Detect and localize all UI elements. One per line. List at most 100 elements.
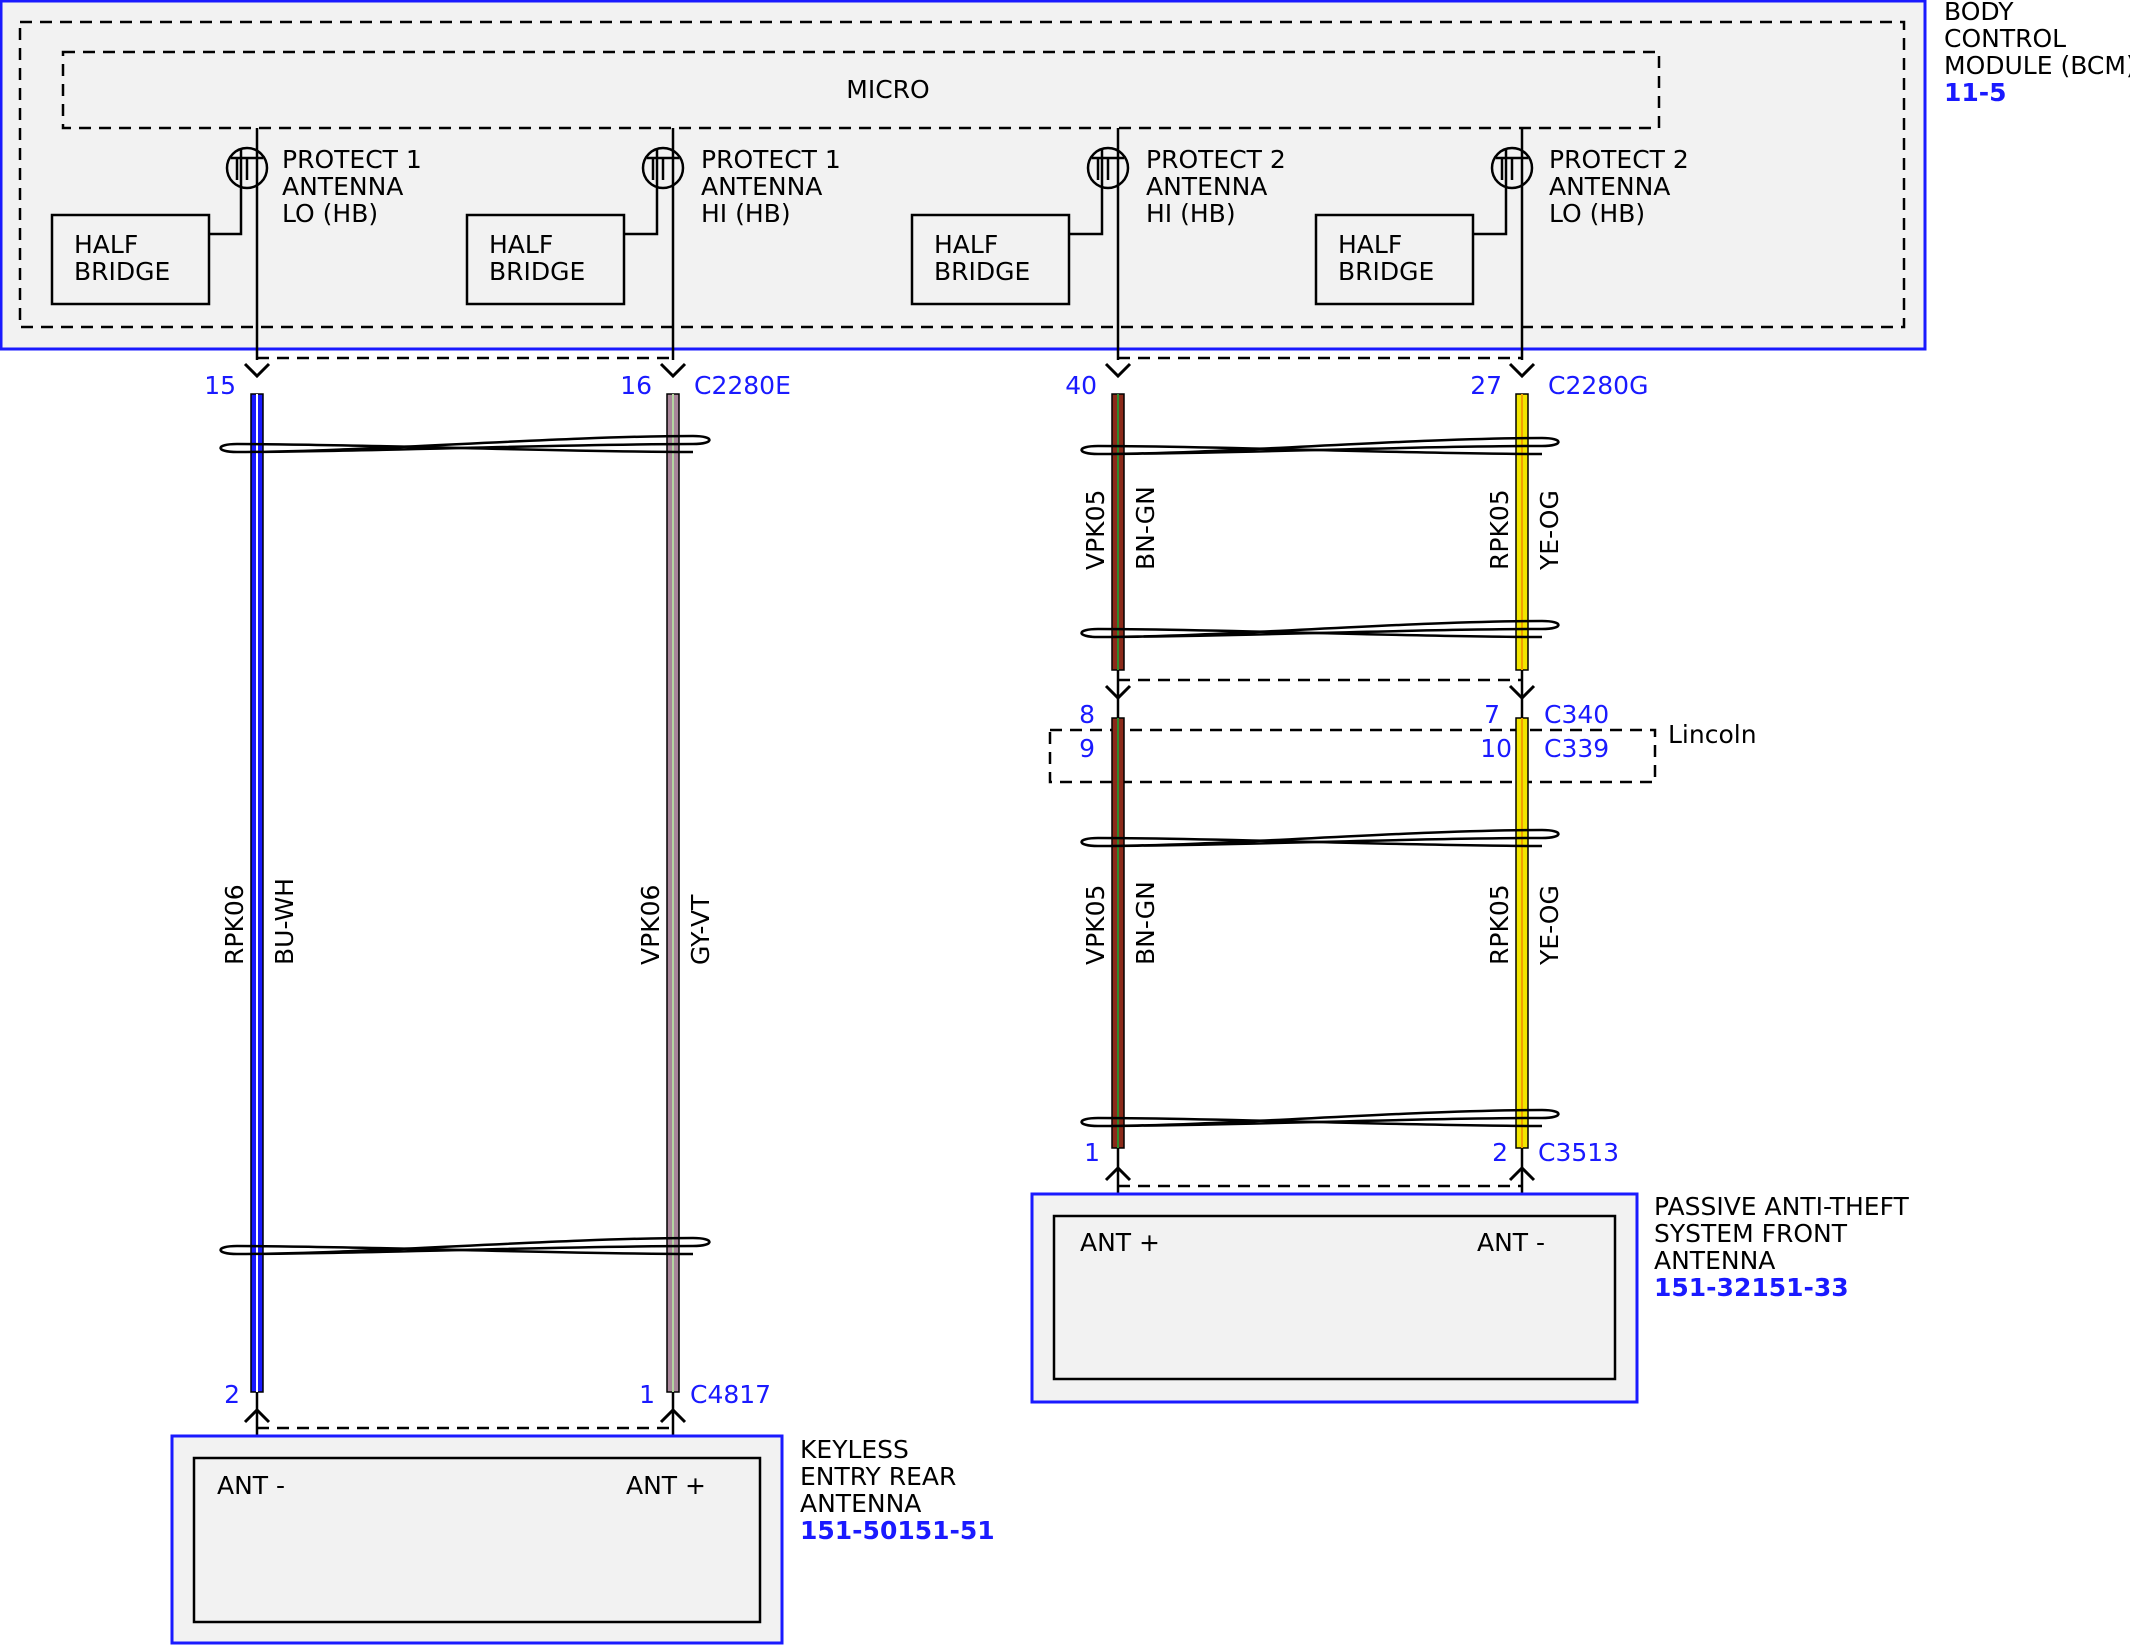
half-bridge-label: BRIDGE <box>1338 257 1434 286</box>
half-bridge-label: HALF <box>934 230 998 259</box>
wire-rpk05-lower: RPK05 YE-OG <box>1485 717 1564 1149</box>
twisted-pair-symbol <box>1097 627 1543 639</box>
pin-arrow-icon <box>243 362 271 379</box>
half-bridge-label: BRIDGE <box>74 257 170 286</box>
twisted-pair-symbol <box>236 1244 694 1256</box>
half-bridge-label: HALF <box>74 230 138 259</box>
connector-c339: 9 10 C339 Lincoln <box>1048 720 1757 784</box>
bcm-driver-1: HALF BRIDGE PROTECT 1 ANTENNA LO (HB) <box>50 128 422 360</box>
wire-vpk06: VPK06 GY-VT <box>636 393 715 1393</box>
connector-name: C340 <box>1544 700 1609 729</box>
bcm-title: MODULE (BCM) <box>1944 51 2130 80</box>
bcm-title: BODY <box>1944 0 2014 26</box>
component-title: KEYLESS <box>800 1435 909 1464</box>
component-title: SYSTEM FRONT <box>1654 1219 1848 1248</box>
protect-label: LO (HB) <box>1549 199 1645 228</box>
protect-symbol <box>1086 146 1130 190</box>
wire-rpk05-upper: RPK05 YE-OG <box>1485 393 1564 671</box>
pin-arrow-icon <box>659 362 687 379</box>
connector-name: C2280G <box>1548 371 1648 400</box>
circuit-label: VPK05 <box>1081 490 1110 570</box>
component-inner-box <box>1052 1214 1617 1381</box>
wire-vpk05-lower: VPK05 BN-GN <box>1081 717 1160 1149</box>
connector-name: C339 <box>1544 734 1609 763</box>
circuit-label: VPK06 <box>636 885 665 965</box>
protect-label: ANTENNA <box>1146 172 1267 201</box>
wire-vpk05-upper: VPK05 BN-GN <box>1081 393 1160 671</box>
wire-rpk06: RPK06 BU-WH <box>220 393 299 1393</box>
half-bridge-label: BRIDGE <box>934 257 1030 286</box>
pin-label: ANT - <box>217 1471 285 1500</box>
connector-name: C2280E <box>694 371 791 400</box>
pin-arrow-icon <box>659 1407 687 1424</box>
protect-label: LO (HB) <box>282 199 378 228</box>
component-inner-box <box>192 1456 762 1624</box>
protect-label: ANTENNA <box>1549 172 1670 201</box>
pin-number: 2 <box>1492 1138 1508 1167</box>
half-bridge-label: HALF <box>1338 230 1402 259</box>
bcm-driver-4: HALF BRIDGE PROTECT 2 ANTENNA LO (HB) <box>1314 128 1689 360</box>
wire-color-label: BN-GN <box>1131 486 1160 570</box>
pin-number: 40 <box>1065 371 1097 400</box>
component-title: ENTRY REAR <box>800 1462 956 1491</box>
protect-symbol <box>225 146 269 190</box>
component-title: PASSIVE ANTI-THEFT <box>1654 1192 1910 1221</box>
half-bridge-box <box>50 213 211 306</box>
connector-name: C4817 <box>690 1380 771 1409</box>
half-bridge-box <box>1314 213 1475 306</box>
protect-symbol <box>641 146 685 190</box>
connector-name: C3513 <box>1538 1138 1619 1167</box>
circuit-label: VPK05 <box>1081 885 1110 965</box>
pin-label: ANT + <box>626 1471 706 1500</box>
bcm-driver-2: HALF BRIDGE PROTECT 1 ANTENNA HI (HB) <box>465 128 841 360</box>
circuit-label: RPK05 <box>1485 489 1514 570</box>
bcm-inner-dashed-box <box>18 20 1906 329</box>
option-dashed-box <box>1048 728 1657 784</box>
bcm-title: CONTROL <box>1944 24 2066 53</box>
micro-label: MICRO <box>846 75 929 104</box>
protect-symbol <box>1490 146 1534 190</box>
micro-box <box>61 50 1661 130</box>
half-bridge-box <box>910 213 1071 306</box>
pin-number: 16 <box>620 371 652 400</box>
pin-number: 27 <box>1470 371 1502 400</box>
protect-label: PROTECT 2 <box>1549 145 1689 174</box>
component-ref-link[interactable]: 151-32151-33 <box>1654 1273 1849 1302</box>
circuit-label: RPK06 <box>220 884 249 965</box>
pin-arrow-icon <box>1508 362 1536 379</box>
protect-label: ANTENNA <box>282 172 403 201</box>
protect-label: HI (HB) <box>701 199 791 228</box>
wire-color-label: BU-WH <box>270 878 299 965</box>
pin-number: 1 <box>1084 1138 1100 1167</box>
pin-arrow-icon <box>243 1407 271 1424</box>
component-ref-link[interactable]: 151-50151-51 <box>800 1516 995 1545</box>
half-bridge-box <box>465 213 626 306</box>
component-title: ANTENNA <box>1654 1246 1775 1275</box>
half-bridge-label: HALF <box>489 230 553 259</box>
protect-label: PROTECT 1 <box>282 145 422 174</box>
connector-c340: 8 7 C340 <box>1079 670 1609 729</box>
pin-number: 10 <box>1480 734 1512 763</box>
twisted-pair-symbol <box>1097 1116 1543 1128</box>
option-note: Lincoln <box>1668 720 1757 749</box>
protect-label: ANTENNA <box>701 172 822 201</box>
connector-c2280e: 15 16 C2280E <box>204 356 791 400</box>
twisted-pair-symbol <box>236 442 694 454</box>
pin-number: 1 <box>639 1380 655 1409</box>
twisted-pair-symbol <box>1097 836 1543 848</box>
half-bridge-label: BRIDGE <box>489 257 585 286</box>
pin-arrow-icon <box>1104 1165 1132 1182</box>
pin-arrow-icon <box>1104 362 1132 379</box>
component-title: ANTENNA <box>800 1489 921 1518</box>
protect-label: HI (HB) <box>1146 199 1236 228</box>
pin-arrow-icon <box>1508 1165 1536 1182</box>
wire-color-label: GY-VT <box>686 894 715 965</box>
wire-color-label: YE-OG <box>1535 490 1564 571</box>
bcm-ref-link[interactable]: 11-5 <box>1944 78 2007 107</box>
connector-c2280g: 40 27 C2280G <box>1065 356 1648 400</box>
circuit-label: RPK05 <box>1485 884 1514 965</box>
pin-number: 7 <box>1484 700 1500 729</box>
twisted-pair-symbol <box>1097 444 1543 456</box>
protect-label: PROTECT 2 <box>1146 145 1286 174</box>
protect-label: PROTECT 1 <box>701 145 841 174</box>
